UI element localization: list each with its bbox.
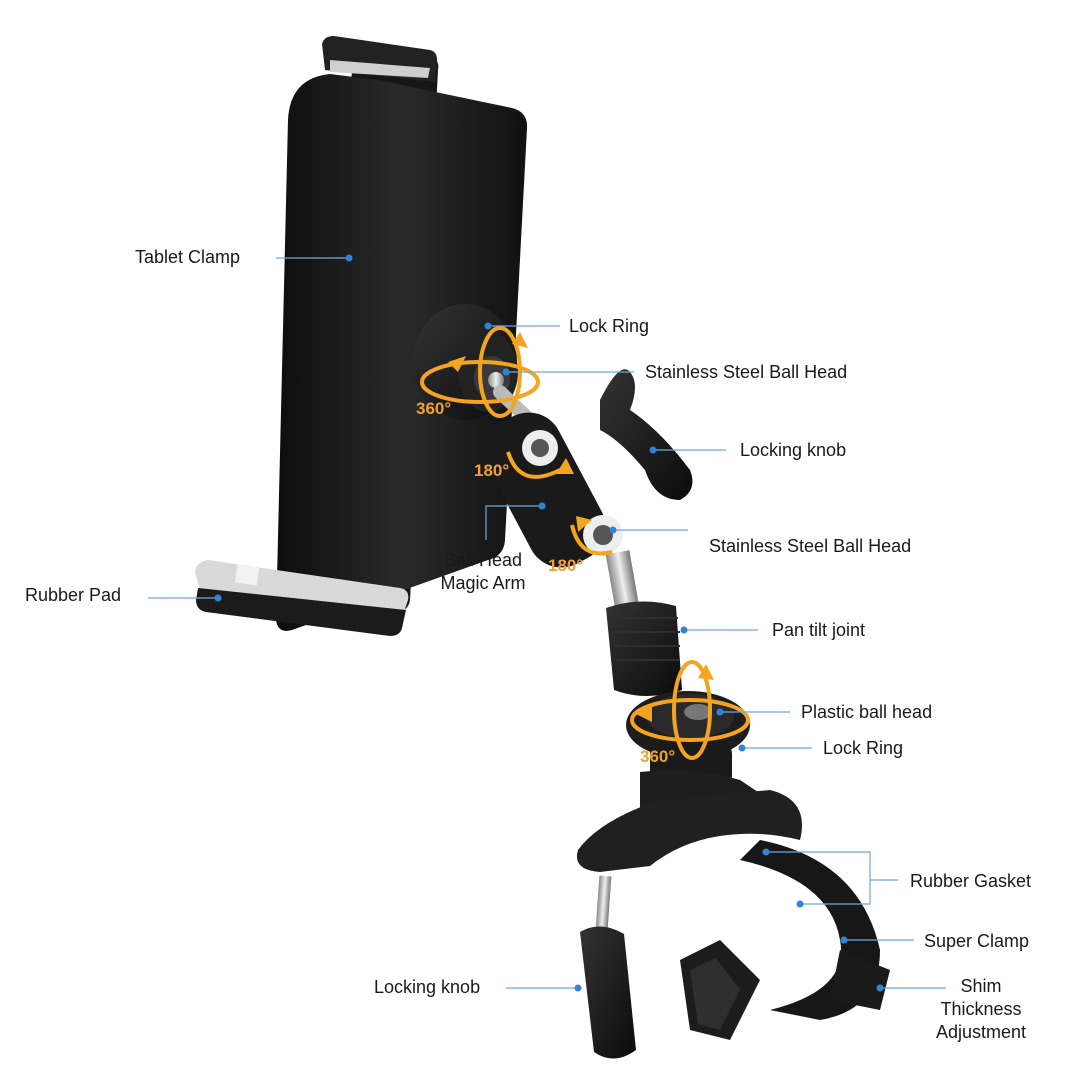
magic-arm-shape bbox=[484, 369, 693, 606]
rotation-arrow-arm-upper bbox=[506, 451, 561, 479]
rotation-arrow-bottom-h bbox=[630, 698, 750, 742]
label-shim: Shim Thickness Adjustment bbox=[926, 975, 1036, 1044]
label-lock-ring-bottom: Lock Ring bbox=[823, 738, 904, 758]
leader-rubber-gasket bbox=[768, 851, 871, 905]
tablet-clamp-shape bbox=[195, 36, 528, 636]
leader-dot-lock-ring-bottom bbox=[738, 744, 746, 752]
label-shim-line-3: Adjustment bbox=[935, 1022, 1027, 1042]
leader-dot-rubber-gasket-2 bbox=[796, 900, 804, 908]
label-rubber-gasket: Rubber Gasket bbox=[910, 871, 1032, 891]
rotation-arm-upper-label: 180° bbox=[474, 461, 509, 480]
arrowhead-arm-upper bbox=[556, 458, 574, 474]
leader-dot-shim bbox=[876, 984, 884, 992]
leader-dot-tablet-clamp bbox=[345, 254, 353, 262]
label-magic-arm: Ball Head Magic Arm bbox=[428, 549, 538, 595]
leader-dot-super-clamp bbox=[840, 936, 848, 944]
leader-dot-locking-knob-top bbox=[649, 446, 657, 454]
leader-dot-ss-ball-head-1 bbox=[502, 368, 510, 376]
arrowhead-bottom-1 bbox=[636, 704, 652, 722]
arrowhead-arm-lower bbox=[576, 516, 592, 532]
leader-dot-locking-knob-bottom bbox=[574, 984, 582, 992]
arrowhead-bottom-2 bbox=[698, 664, 714, 680]
rotation-top-label: 360° bbox=[416, 399, 451, 418]
label-plastic-ball-head: Plastic ball head bbox=[801, 702, 933, 722]
leader-magic-arm bbox=[485, 505, 540, 540]
arrowhead-top-1 bbox=[448, 356, 466, 372]
leader-dot-plastic-ball-head bbox=[716, 708, 724, 716]
leader-dot-pan-tilt bbox=[680, 626, 688, 634]
leader-dot-magic-arm bbox=[538, 502, 546, 510]
label-tablet-clamp: Tablet Clamp bbox=[135, 247, 241, 267]
rotation-arrow-bottom-v bbox=[672, 660, 712, 760]
rotation-arm-lower-label: 180° bbox=[548, 556, 583, 575]
label-locking-knob-top: Locking knob bbox=[740, 440, 847, 460]
leader-dot-rubber-gasket-1 bbox=[762, 848, 770, 856]
label-lock-ring-top: Lock Ring bbox=[569, 316, 650, 336]
leader-dot-rubber-pad bbox=[214, 594, 222, 602]
label-magic-arm-line-2: Magic Arm bbox=[440, 573, 526, 593]
label-shim-line-1: Shim bbox=[960, 976, 1002, 996]
label-shim-line-2: Thickness bbox=[940, 999, 1022, 1019]
rotation-arrow-arm-lower bbox=[570, 524, 613, 556]
super-clamp-shape bbox=[576, 770, 890, 1059]
label-ss-ball-head-1: Stainless Steel Ball Head bbox=[645, 362, 848, 382]
leader-dot-lock-ring-top bbox=[484, 322, 492, 330]
arrowhead-top-2 bbox=[512, 332, 528, 348]
leader-lines bbox=[148, 254, 946, 992]
label-magic-arm-line-1: Ball Head bbox=[443, 550, 523, 570]
label-locking-knob-bottom: Locking knob bbox=[374, 977, 481, 997]
label-super-clamp: Super Clamp bbox=[924, 931, 1030, 951]
label-ss-ball-head-2: Stainless Steel Ball Head bbox=[709, 536, 912, 556]
label-rubber-pad: Rubber Pad bbox=[25, 585, 122, 605]
leader-dot-ss-ball-head-2 bbox=[609, 526, 617, 534]
label-pan-tilt-joint: Pan tilt joint bbox=[772, 620, 866, 640]
rotation-bottom-label: 360° bbox=[640, 747, 675, 766]
